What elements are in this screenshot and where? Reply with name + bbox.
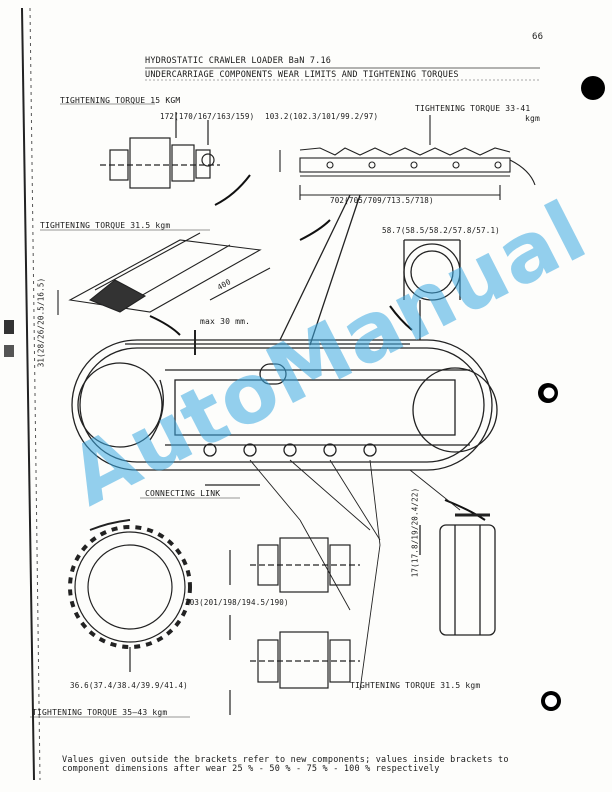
header-title: HYDROSTATIC CRAWLER LOADER BaN 7.16: [145, 56, 332, 66]
header-subtitle: UNDERCARRIAGE COMPONENTS WEAR LIMITS AND…: [145, 70, 459, 80]
label-torque-left-mid: TIGHTENING TORQUE 31.5 kgm: [40, 221, 171, 230]
track-shoe: [57, 232, 271, 315]
dim-roller-diameter: 203(201/198/194.5/190): [185, 598, 289, 607]
label-connecting-link: CONNECTING LINK: [145, 489, 221, 498]
dim-chain-height: 103.2(102.3/101/99.2/97): [265, 112, 379, 121]
dim-roller-top: 172(170/167/163/159): [160, 112, 255, 121]
top-roller: [100, 112, 220, 189]
label-torque-bottom-right: TIGHTENING TORQUE 31.5 kgm: [350, 681, 481, 690]
track-roller-lower: [229, 615, 360, 715]
dim-chain-pitch: 702(705/709/713.5/718): [330, 196, 434, 205]
label-torque-top-right: TIGHTENING TORQUE 33-41: [415, 104, 531, 113]
sprocket: [68, 519, 192, 672]
label-torque-top-right-unit: kgm: [525, 114, 541, 123]
dim-idler-hub: 58.7(58.5/58.2/57.8/57.1): [382, 226, 500, 235]
bushing: [403, 239, 461, 301]
footnote: Values given outside the brackets refer …: [62, 755, 509, 774]
dim-shoe-height: 31(28/26/20.5/16.5): [36, 277, 46, 368]
undercarriage-assembly: [71, 194, 498, 486]
shoe-side: [419, 513, 496, 636]
track-chain-side: [279, 115, 536, 200]
punch-hole: [581, 76, 605, 100]
page-number: 66: [532, 32, 544, 42]
label-max-clearance: max 30 mm.: [200, 317, 251, 326]
label-torque-bottom-left: TIGHTENING TORQUE 35–43 kgm: [32, 708, 168, 717]
dim-roller-flange: 17(17.8/19/20.4/22): [410, 487, 420, 578]
track-roller-upper: [229, 537, 360, 593]
dim-sprocket: 36.6(37.4/38.4/39.9/41.4): [70, 681, 188, 690]
label-torque-top-left: TIGHTENING TORQUE 15 KGM: [60, 96, 181, 105]
